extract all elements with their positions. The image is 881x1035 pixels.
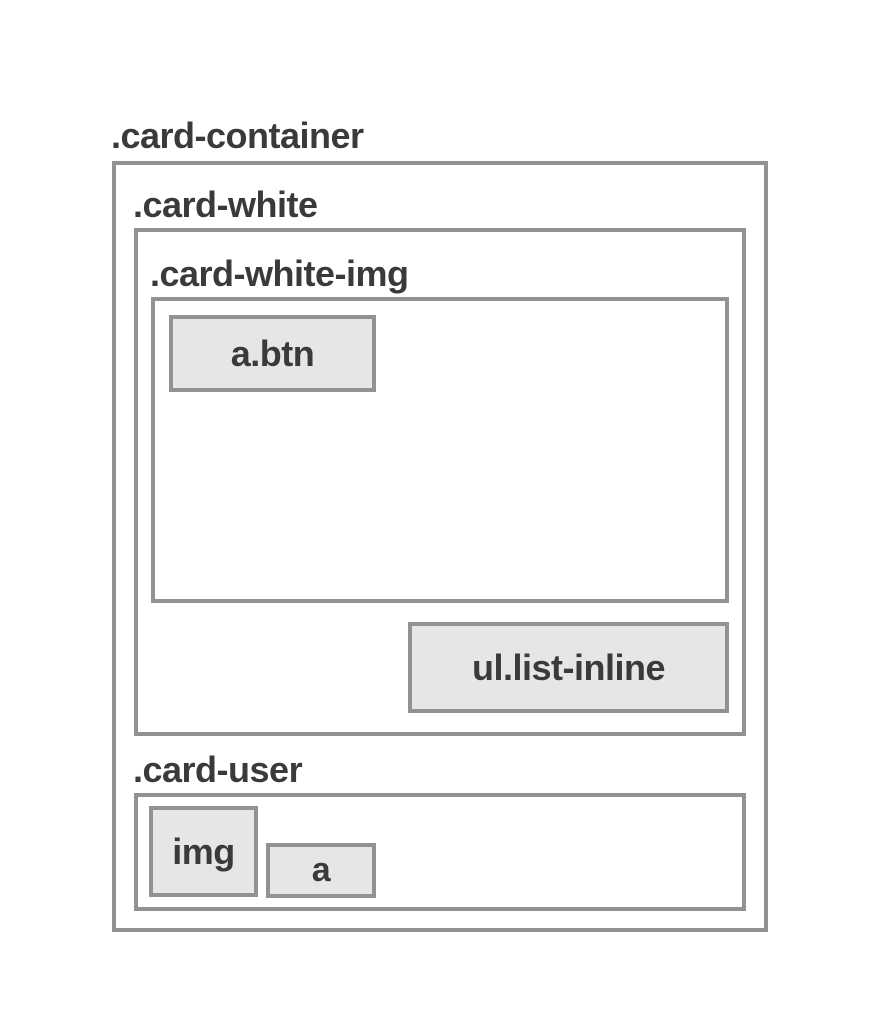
card-container-label: .card-container bbox=[111, 115, 364, 156]
link-element: a bbox=[266, 843, 376, 898]
card-user-label: .card-user bbox=[133, 749, 303, 790]
list-inline-element: ul.list-inline bbox=[408, 622, 729, 713]
card-white-label: .card-white bbox=[133, 184, 318, 225]
card-white-img-label: .card-white-img bbox=[150, 253, 409, 294]
img-element: img bbox=[149, 806, 258, 897]
btn-element: a.btn bbox=[169, 315, 376, 392]
